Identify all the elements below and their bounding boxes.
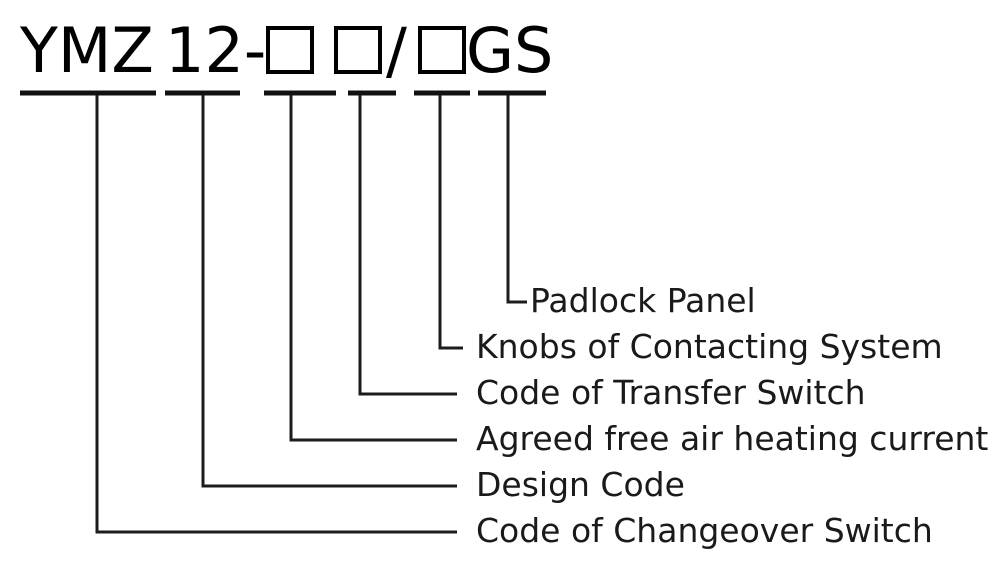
leader-line-padlock-panel bbox=[506, 95, 527, 304]
placeholder-box-knobs bbox=[418, 26, 466, 74]
leader-lines-group bbox=[95, 95, 527, 534]
callout-label-design-code: Design Code bbox=[476, 465, 685, 504]
callout-label-transfer-switch: Code of Transfer Switch bbox=[476, 373, 866, 412]
callout-label-padlock-panel: Padlock Panel bbox=[530, 281, 756, 320]
callout-label-heating-current: Agreed free air heating current bbox=[476, 419, 988, 458]
code-string-group: YMZ 12- / GS bbox=[19, 14, 553, 87]
leader-line-transfer-switch bbox=[358, 95, 457, 396]
leader-line-heating-current bbox=[289, 95, 457, 442]
code-segment-ymz: YMZ bbox=[19, 14, 154, 87]
code-segment-12dash: 12- bbox=[165, 14, 266, 87]
callout-label-changeover-switch: Code of Changeover Switch bbox=[476, 511, 933, 550]
callout-label-knobs: Knobs of Contacting System bbox=[476, 327, 943, 366]
code-segment-gs: GS bbox=[466, 14, 553, 87]
code-separator-slash: / bbox=[386, 14, 407, 87]
placeholder-box-transfer-switch bbox=[334, 26, 382, 74]
placeholder-box-heating-current bbox=[266, 26, 314, 74]
leader-line-design-code bbox=[201, 95, 457, 488]
leader-line-knobs bbox=[438, 95, 463, 350]
leader-line-changeover-switch bbox=[95, 95, 457, 534]
callout-labels-group: Padlock Panel Knobs of Contacting System… bbox=[476, 281, 988, 550]
